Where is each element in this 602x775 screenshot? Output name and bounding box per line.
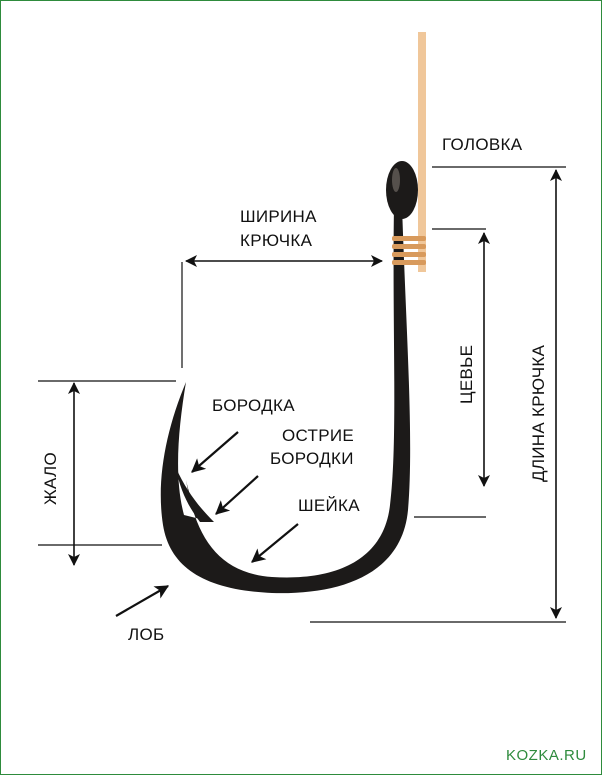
label-hook-length: ДЛИНА КРЮЧКА (529, 344, 548, 482)
reference-lines (38, 166, 566, 623)
line-wrap (392, 236, 426, 265)
hook-eye (386, 161, 418, 219)
label-barb-point-line1: ОСТРИЕ (282, 426, 354, 445)
label-neck: ШЕЙКА (298, 496, 360, 515)
label-point: ЖАЛО (41, 452, 60, 505)
fishing-line (418, 32, 426, 272)
hook-eye-highlight (392, 168, 400, 192)
label-barb-point-line2: БОРОДКИ (270, 449, 354, 468)
neck-pointer-arrow (251, 523, 299, 563)
barb-pointer-arrow (191, 431, 239, 473)
label-width-line2: КРЮЧКА (240, 231, 313, 250)
label-bend: ЛОБ (128, 625, 164, 644)
watermark: KOZKA.RU (506, 747, 587, 764)
bend-pointer-arrow (115, 585, 170, 617)
label-head: ГОЛОВКА (442, 135, 523, 154)
hook-body (160, 205, 411, 594)
barb-point-pointer-arrow (215, 475, 259, 515)
label-barb: БОРОДКА (212, 396, 295, 415)
hook-barb (176, 468, 214, 522)
hook (160, 161, 418, 594)
label-shank: ЦЕВЬЕ (457, 345, 476, 404)
label-width-line1: ШИРИНА (240, 207, 317, 226)
